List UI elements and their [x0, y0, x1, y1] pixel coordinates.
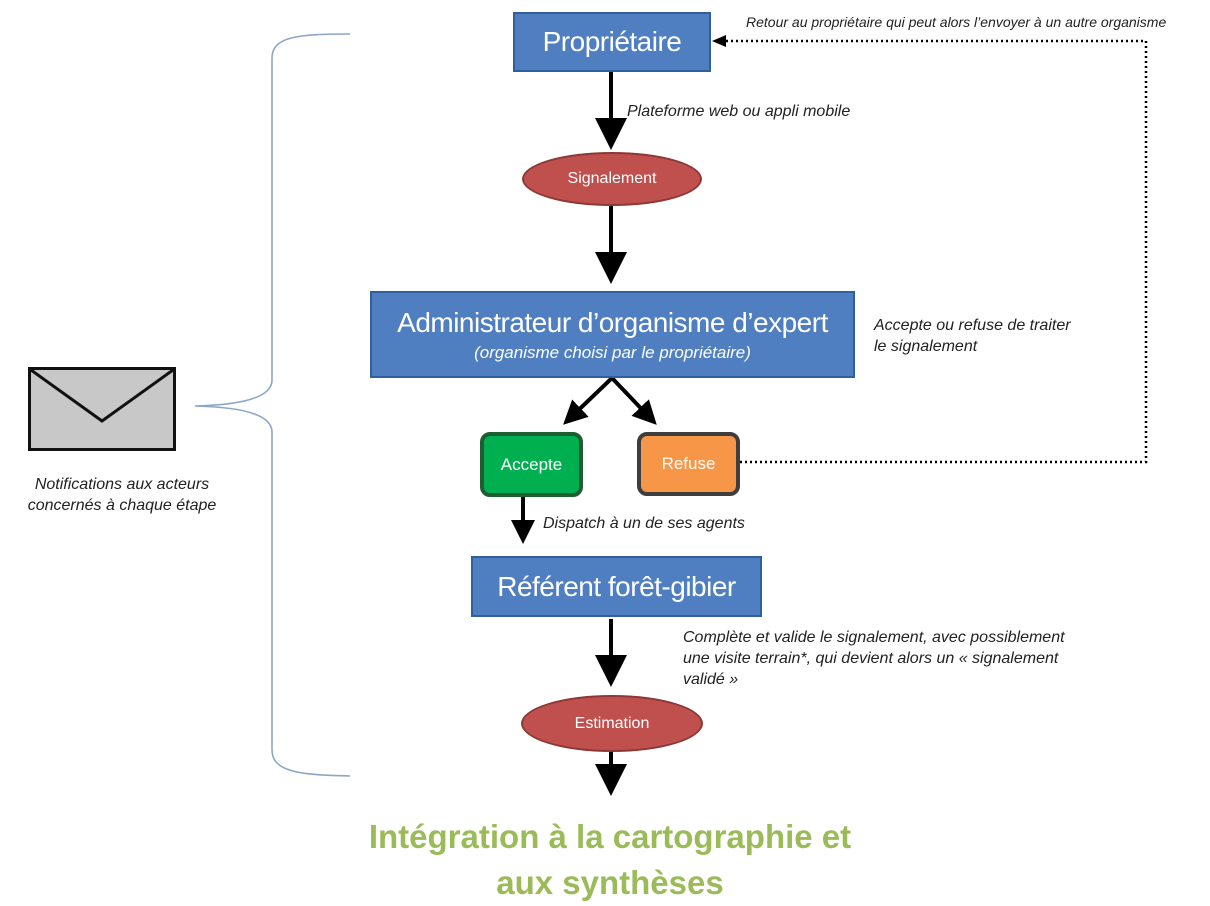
integration-result: Intégration à la cartographie et aux syn…	[300, 814, 920, 906]
accepte-refuse-note: Accepte ou refuse de traiter le signalem…	[874, 315, 1071, 357]
administrateur-node: Administrateur d’organisme d’expert (org…	[370, 291, 855, 378]
accepte-refuse-line1: Accepte ou refuse de traiter	[874, 317, 1071, 334]
plateforme-note: Plateforme web ou appli mobile	[627, 103, 851, 120]
envelope-icon	[28, 367, 176, 456]
complete-line1: Complète et valide le signalement, avec …	[683, 629, 1065, 646]
administrateur-label: Administrateur d’organisme d’expert	[397, 306, 828, 338]
arrow-administrateur-accepte	[563, 376, 614, 425]
signalement-node: Signalement	[522, 152, 702, 206]
proprietaire-node: Propriétaire	[513, 12, 711, 72]
proprietaire-label: Propriétaire	[542, 26, 682, 57]
notifications-line1: Notifications aux acteurs	[34, 476, 210, 493]
dispatch-note: Dispatch à un de ses agents	[543, 515, 745, 532]
integration-line1: Intégration à la cartographie et	[368, 818, 852, 855]
accepte-node: Accepte	[480, 432, 583, 497]
referent-node: Référent forêt-gibier	[471, 556, 762, 617]
arrow-administrateur-refuse	[610, 376, 657, 425]
complete-note: Complète et valide le signalement, avec …	[683, 627, 1065, 690]
notifications-line2: concernés à chaque étape	[27, 497, 217, 514]
notifications-note: Notifications aux acteurs concernés à ch…	[0, 474, 244, 516]
complete-line2: une visite terrain*, qui devient alors u…	[683, 650, 1059, 667]
integration-line2: aux synthèses	[496, 864, 724, 901]
complete-line3: validé »	[683, 671, 739, 688]
notification-brace	[194, 33, 351, 777]
estimation-node: Estimation	[521, 695, 703, 752]
refuse-return-arrowhead	[712, 35, 726, 47]
refuse-node: Refuse	[637, 432, 740, 496]
accepte-refuse-line2: le signalement	[874, 338, 978, 355]
refuse-return-loop	[726, 39, 1148, 464]
administrateur-sublabel: (organisme choisi par le propriétaire)	[474, 342, 751, 362]
referent-label: Référent forêt-gibier	[497, 570, 736, 602]
return-note: Retour au propriétaire qui peut alors l’…	[746, 14, 1167, 30]
